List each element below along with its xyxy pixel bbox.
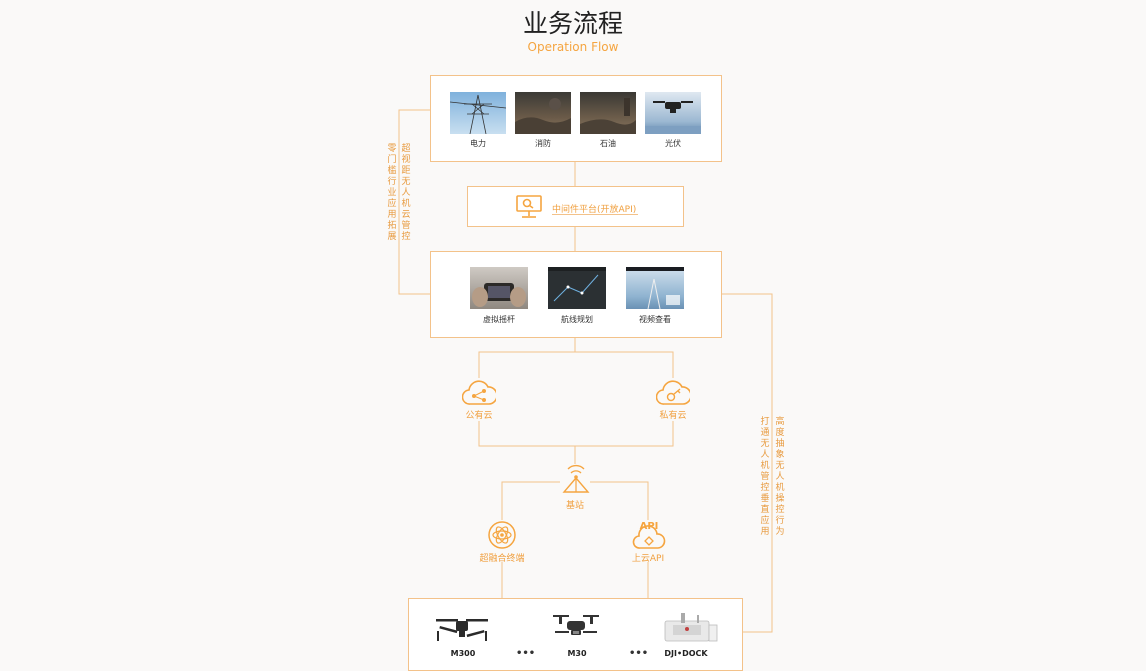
function-label-route: 航线规划 <box>561 315 593 324</box>
industry-label-solar: 光伏 <box>665 139 681 148</box>
right-side-text-1: 打通无人机管控垂直应用 <box>760 417 770 537</box>
device-label-dock: DJI•DOCK <box>664 649 708 658</box>
industry-label-power: 电力 <box>470 139 486 148</box>
left-side-text-1: 零门槛行业应用拓展 <box>387 144 397 242</box>
solar-drone-icon <box>645 92 701 134</box>
page-title: 业务流程 <box>522 9 623 38</box>
dji-dock-icon <box>659 611 719 649</box>
middleware-label: 中间件平台(开放API) <box>552 205 637 215</box>
base-station-icon <box>560 464 592 500</box>
monitor-search-icon <box>516 195 542 223</box>
function-label-video: 视频查看 <box>639 315 671 324</box>
private-cloud-label: 私有云 <box>659 411 687 421</box>
route-planning-icon <box>548 267 606 309</box>
function-label-joystick: 虚拟摇杆 <box>483 315 515 324</box>
fire-scene-icon <box>515 92 571 134</box>
device-label-m300: M300 <box>450 649 476 658</box>
right-side-text-2: 高度抽象无人机操控行为 <box>775 417 785 537</box>
fusion-terminal-label: 超融合终端 <box>479 554 525 564</box>
industry-label-oil: 石油 <box>600 139 616 148</box>
virtual-joystick-icon <box>470 267 528 309</box>
private-cloud-icon <box>655 378 692 410</box>
industry-label-fire: 消防 <box>535 139 551 148</box>
devices-box: M300 ••• M30 ••• DJI•DOCK <box>408 598 743 671</box>
cloud-api-label: 上云API <box>631 554 665 564</box>
cloud-api-icon: API <box>632 518 666 554</box>
middleware-underline <box>552 214 638 215</box>
left-side-text-2: 超视距无人机云管控 <box>401 144 411 242</box>
m300-drone-icon <box>434 613 490 647</box>
m30-drone-icon <box>549 611 603 647</box>
video-view-icon <box>626 267 684 309</box>
ellipsis-2: ••• <box>629 648 649 659</box>
base-station-label: 基站 <box>565 501 584 511</box>
function-box: 虚拟摇杆 航线规划 视频查看 <box>430 251 722 338</box>
public-cloud-label: 公有云 <box>465 411 493 421</box>
device-label-m30: M30 <box>567 649 587 658</box>
ellipsis-1: ••• <box>516 648 536 659</box>
oil-field-icon <box>580 92 636 134</box>
public-cloud-icon <box>461 378 498 410</box>
industry-apps-box: 电力 消防 石油 光伏 <box>430 75 722 162</box>
fusion-terminal-icon <box>487 520 517 554</box>
middleware-platform-box: 中间件平台(开放API) <box>467 186 684 227</box>
page-subtitle: Operation Flow <box>527 40 619 54</box>
power-tower-icon <box>450 92 506 134</box>
